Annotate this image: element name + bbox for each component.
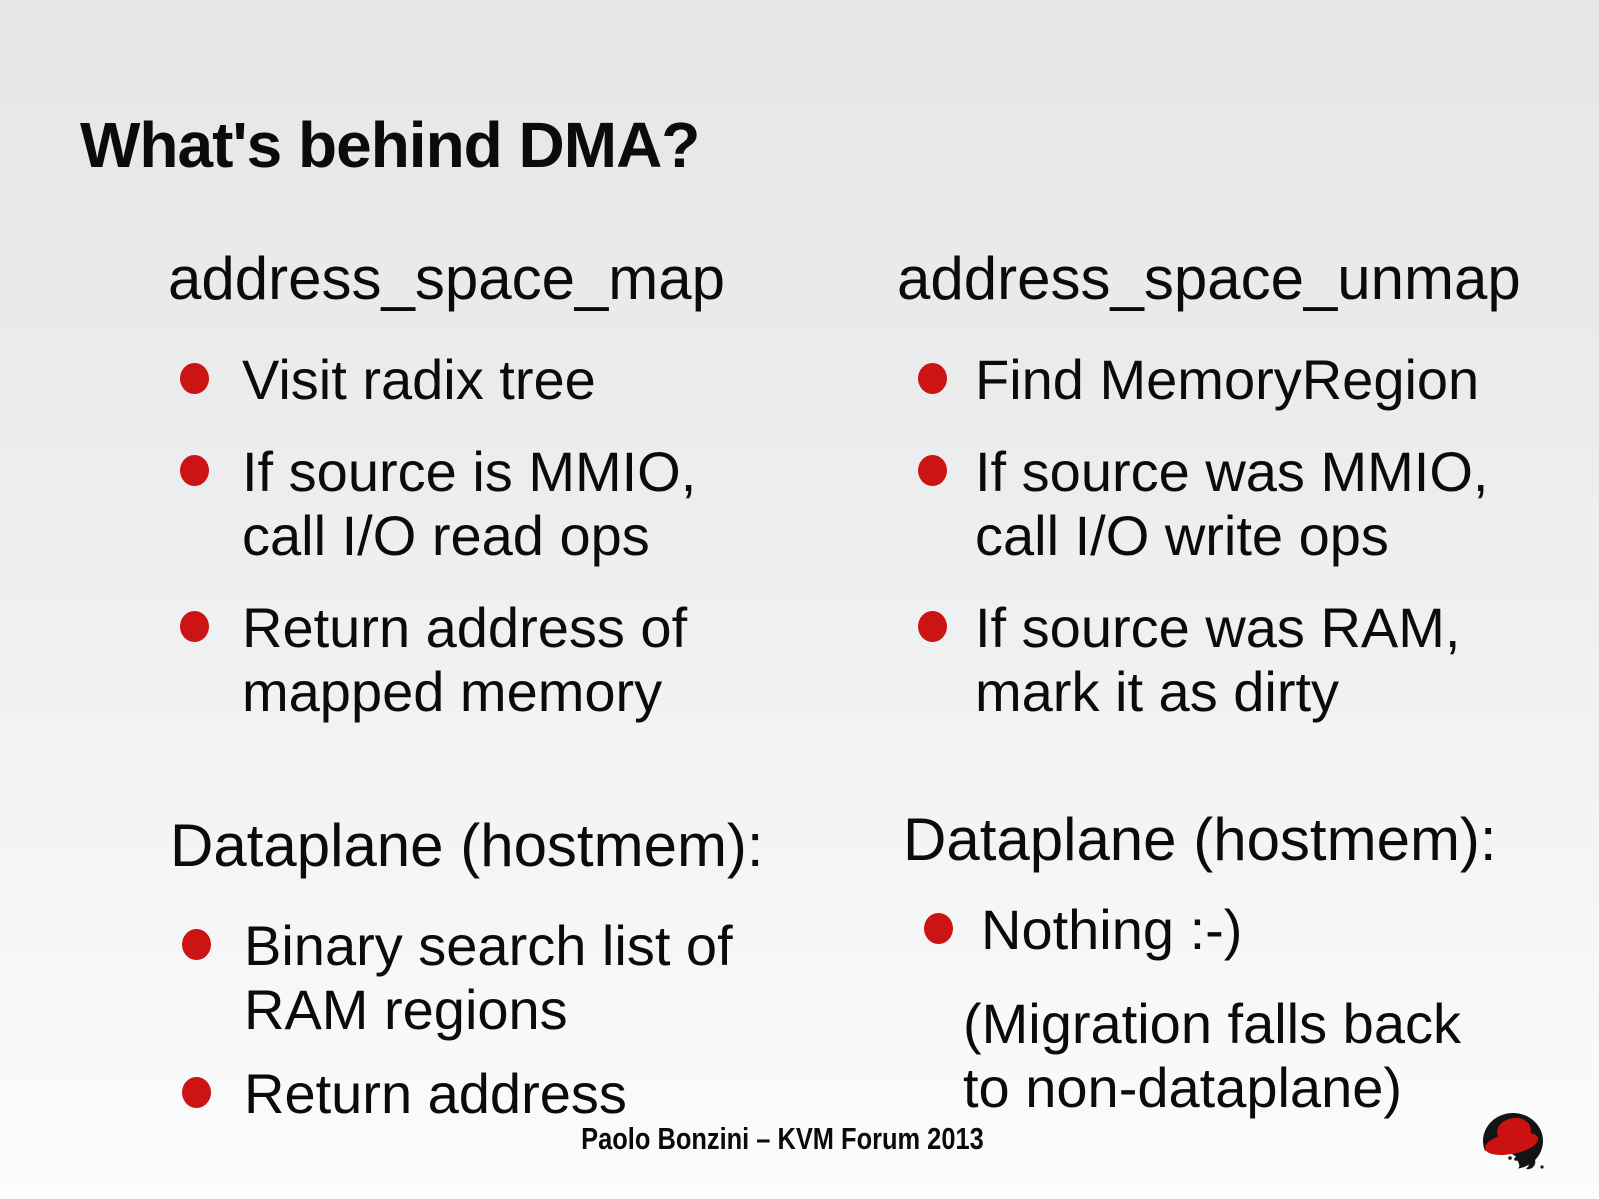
note-line: (Migration falls back [963,992,1461,1055]
bullet-list-dataplane-unmap: Nothing :-) [903,898,1497,962]
bullet-item: Return address [170,1062,764,1126]
section-heading-map: address_space_map [168,245,726,312]
bullet-dot-icon [924,913,953,944]
note-line: to non-dataplane) [963,1056,1403,1119]
bullet-line: If source was RAM, [975,596,1461,659]
slide-title: What's behind DMA? [80,109,700,181]
section-heading-dataplane-unmap: Dataplane (hostmem): [903,806,1497,873]
bullet-dot-icon [918,363,947,394]
section-address-space-map: address_space_map Visit radix tree If so… [168,247,725,724]
bullet-item: If source was RAM, mark it as dirty [897,596,1521,724]
bullet-item: Nothing :-) [903,898,1497,962]
section-dataplane-map: Dataplane (hostmem): Binary search list … [170,814,764,1126]
migration-note: (Migration falls back to non-dataplane) [903,992,1497,1120]
bullet-dot-icon [918,611,947,642]
bullet-item: If source was MMIO, call I/O write ops [897,440,1521,568]
section-heading-dataplane-map: Dataplane (hostmem): [170,812,764,879]
redhat-shadowman-logo-icon [1480,1113,1544,1173]
bullet-dot-icon [182,1077,211,1108]
footer-credit-text: Paolo Bonzini – KVM Forum 2013 [580,1121,984,1156]
bullet-line: Return address of [242,596,688,659]
bullet-line: Find MemoryRegion [975,348,1480,411]
bullet-item: Return address of mapped memory [168,596,725,724]
footer-credit: Paolo Bonzini – KVM Forum 2013 [0,1120,1564,1158]
bullet-line: RAM regions [244,978,568,1041]
bullet-line: If source is MMIO, [242,440,697,503]
bullet-dot-icon [182,929,211,960]
bullet-line: Binary search list of [244,914,733,977]
bullet-dot-icon [180,455,209,486]
bullet-list-map: Visit radix tree If source is MMIO, call… [168,348,725,724]
bullet-dot-icon [180,611,209,642]
section-dataplane-unmap: Dataplane (hostmem): Nothing :-) (Migrat… [903,808,1497,1120]
bullet-line: If source was MMIO, [975,440,1489,503]
bullet-item: Visit radix tree [168,348,725,412]
bullet-item: Binary search list of RAM regions [170,914,764,1042]
bullet-item: If source is MMIO, call I/O read ops [168,440,725,568]
bullet-line: mapped memory [242,660,663,723]
bullet-item: Find MemoryRegion [897,348,1521,412]
section-heading-unmap: address_space_unmap [897,245,1521,312]
bullet-list-unmap: Find MemoryRegion If source was MMIO, ca… [897,348,1521,724]
bullet-line: Nothing :-) [981,898,1243,961]
bullet-line: call I/O write ops [975,504,1389,567]
bullet-dot-icon [918,455,947,486]
bullet-line: Return address [244,1062,627,1125]
bullet-list-dataplane-map: Binary search list of RAM regions Return… [170,914,764,1126]
bullet-dot-icon [180,363,209,394]
bullet-line: Visit radix tree [242,348,596,411]
bullet-line: mark it as dirty [975,660,1340,723]
bullet-line: call I/O read ops [242,504,650,567]
section-address-space-unmap: address_space_unmap Find MemoryRegion If… [897,247,1521,724]
